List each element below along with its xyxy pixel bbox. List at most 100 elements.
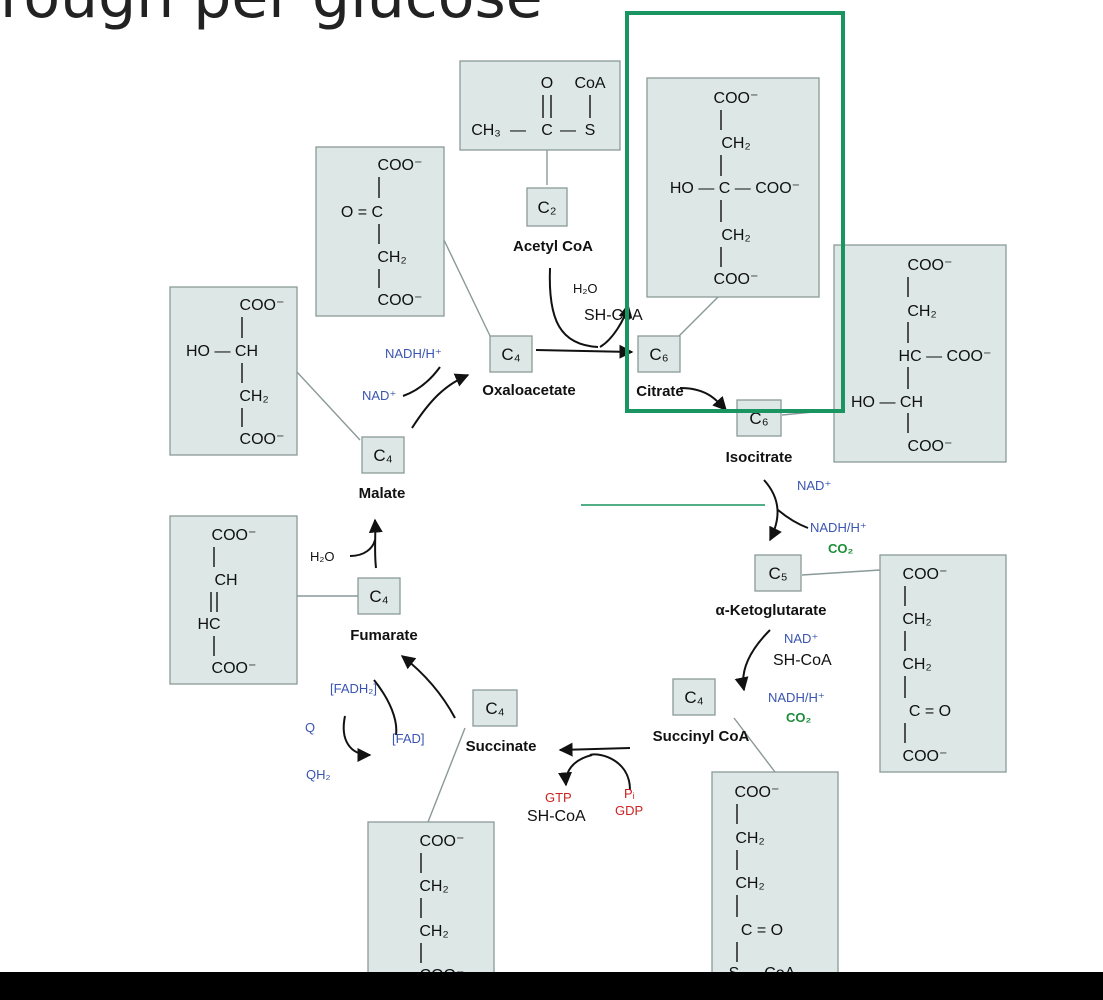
acetyl-coa-structure: O CoA CH₃ C S — — <box>471 75 606 139</box>
connector-malate <box>296 371 361 441</box>
malate-structure: COO⁻ HO — CH CH₂ COO⁻ <box>186 297 284 448</box>
isocitrate-carbon-box <box>736 399 782 437</box>
citrate-to-isocitrate-arrow <box>679 387 727 412</box>
ketoglutarate-carbon-box <box>754 554 802 592</box>
oxaloacetate-carbon-box <box>489 335 533 373</box>
fumarate-line-2: CH <box>214 572 237 589</box>
fumarate-structure: COO⁻ CH HC COO⁻ <box>197 527 256 677</box>
citrate-name: Citrate <box>636 383 684 400</box>
malate-line-1: COO⁻ <box>240 297 285 314</box>
q-to-qh2-arrow <box>342 715 372 762</box>
acetyl-dash-1: — <box>510 122 526 139</box>
ketoglutarate-line-1: COO⁻ <box>903 566 948 583</box>
fumarate-structure-box <box>169 515 298 685</box>
nad-isocitrate-label: NAD⁺ <box>797 478 831 493</box>
fumarate-carbon-label: C₄ <box>369 587 388 606</box>
malate-line-3: CH₂ <box>239 388 268 405</box>
shcoa-akg-label: SH-CoA <box>773 652 832 669</box>
succinyl-line-1: COO⁻ <box>735 784 780 801</box>
video-bottom-bar <box>0 972 1103 1000</box>
pi-label: Pᵢ <box>624 786 635 801</box>
h2o-fumarate-label: H₂O <box>310 549 335 564</box>
oxaloacetate-line-1: COO⁻ <box>378 157 423 174</box>
oxaloacetate-line-3: CH₂ <box>377 249 406 266</box>
citrate-line-5: COO⁻ <box>714 271 759 288</box>
nad-branch <box>402 366 441 397</box>
citrate-carbon-label: C₆ <box>649 345 668 364</box>
fumarate-line-4: COO⁻ <box>212 660 257 677</box>
isocitrate-line-4: HO — CH <box>851 394 923 411</box>
isocitrate-name: Isocitrate <box>726 449 793 466</box>
qh2-label: QH₂ <box>306 767 331 782</box>
succinate-carbon-box <box>472 689 518 727</box>
acetyl-o: O <box>541 75 553 92</box>
succinyl-to-succinate-arrow <box>558 742 631 757</box>
malate-line-4: COO⁻ <box>240 431 285 448</box>
ketoglutarate-line-3: CH₂ <box>902 656 931 673</box>
fadh2-label: [FADH₂] <box>330 681 377 696</box>
oxaloacetate-structure-box <box>315 146 445 317</box>
shcoa-succinyl-label: SH-CoA <box>527 808 586 825</box>
connector-citrate <box>674 296 719 341</box>
succinate-structure-box <box>367 821 495 983</box>
malate-to-oxaloacetate-arrow <box>411 373 470 429</box>
succinate-to-fumarate-arrow <box>400 655 456 719</box>
acetyl-coa-name: Acetyl CoA <box>513 238 593 255</box>
acetyl-s: S <box>585 122 596 139</box>
slide-heading: rough per glucose <box>0 0 543 32</box>
fumarate-line-1: COO⁻ <box>212 527 257 544</box>
nadh-malate-label: NADH/H⁺ <box>385 346 442 361</box>
citrate-highlight-box <box>625 11 845 413</box>
oxaloacetate-to-citrate-arrow <box>535 344 634 359</box>
citrate-line-1: COO⁻ <box>714 90 759 107</box>
isocitrate-structure: COO⁻ CH₂ HC — COO⁻ HO — CH COO⁻ <box>851 257 991 455</box>
acetyl-dash-2: — <box>560 122 576 139</box>
acetyl-ch3: CH₃ <box>471 122 501 139</box>
acetyl-c: C <box>541 122 553 139</box>
citrate-line-4: CH₂ <box>721 227 750 244</box>
succinate-line-2: CH₂ <box>419 878 448 895</box>
connector-oxaloacetate <box>443 239 493 341</box>
acetyl-coa: CoA <box>574 75 605 92</box>
citrate-line-2: CH₂ <box>721 135 750 152</box>
pi-branch <box>589 753 631 791</box>
fad-label: [FAD] <box>392 731 425 746</box>
malate-line-2: HO — CH <box>186 343 258 360</box>
fad-branch <box>373 679 398 736</box>
connector-succinyl <box>733 717 776 773</box>
oxaloacetate-structure: COO⁻ O = C CH₂ COO⁻ <box>341 157 423 309</box>
malate-structure-box <box>169 286 298 456</box>
h2o-branch <box>349 539 376 557</box>
gtp-label: GTP <box>545 790 572 805</box>
fumarate-line-3: HC <box>197 616 220 633</box>
shcoa-citrate-label: SH-CoA <box>584 307 643 324</box>
nad-malate-label: NAD⁺ <box>362 388 396 403</box>
acetyl-coa-structure-box <box>459 60 621 151</box>
citrate-line-3: HO — C — COO⁻ <box>670 180 800 197</box>
q-label: Q <box>305 720 315 735</box>
akg-to-succinyl-arrow <box>734 629 771 692</box>
oxaloacetate-name: Oxaloacetate <box>482 382 575 399</box>
nad-akg-label: NAD⁺ <box>784 631 818 646</box>
fumarate-carbon-box <box>357 577 401 615</box>
acetyl-carbon-box <box>526 187 568 227</box>
ketoglutarate-structure: COO⁻ CH₂ CH₂ C = O COO⁻ <box>902 566 951 765</box>
ketoglutarate-line-4: C = O <box>909 703 951 720</box>
acetyl-carbon-label: C₂ <box>538 198 557 217</box>
ketoglutarate-line-5: COO⁻ <box>903 748 948 765</box>
isocitrate-structure-box <box>833 244 1007 463</box>
succinate-name: Succinate <box>466 738 537 755</box>
malate-name: Malate <box>359 485 406 502</box>
oxaloacetate-carbon-label: C₄ <box>501 345 520 364</box>
isocitrate-line-3: HC — COO⁻ <box>899 348 992 365</box>
h2o-label: H₂O <box>573 281 598 296</box>
nadh-isocitrate-label: NADH/H⁺ <box>810 520 867 535</box>
isocitrate-line-1: COO⁻ <box>908 257 953 274</box>
connector-succinate <box>427 727 466 823</box>
nadh-akg-label: NADH/H⁺ <box>768 690 825 705</box>
isocitrate-to-akg-arrow <box>763 479 782 542</box>
reaction-arrows <box>342 267 809 791</box>
oxaloacetate-line-4: COO⁻ <box>378 292 423 309</box>
oxaloacetate-line-2: O = C <box>341 204 383 221</box>
connector-ketoglutarate <box>801 569 881 576</box>
